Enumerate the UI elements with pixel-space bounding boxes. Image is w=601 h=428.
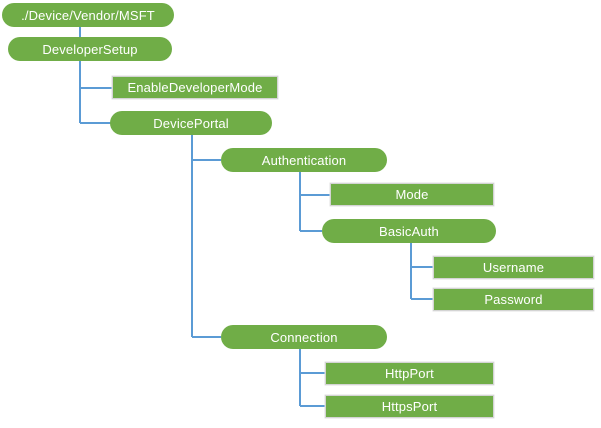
node-label-enabledevelopermode: EnableDeveloperMode <box>127 80 263 95</box>
node-label-connection: Connection <box>270 329 338 345</box>
node-httpport[interactable]: HttpPort <box>325 362 494 385</box>
node-authentication[interactable]: Authentication <box>221 148 387 172</box>
node-label-basicauth: BasicAuth <box>379 223 439 239</box>
connector-connection-httpsport <box>299 349 325 407</box>
connector-deviceportal-connection <box>191 135 221 338</box>
node-label-httpport: HttpPort <box>385 366 434 381</box>
node-label-authentication: Authentication <box>261 152 347 168</box>
connector-developersetup-deviceportal <box>79 61 112 124</box>
node-root[interactable]: ./Device/Vendor/MSFT <box>2 3 174 27</box>
node-label-developersetup: DeveloperSetup <box>42 41 138 57</box>
node-connection[interactable]: Connection <box>221 325 387 349</box>
connector-authentication-basicauth <box>299 172 322 232</box>
connector-connection-httpport <box>299 349 325 374</box>
node-label-httpsport: HttpsPort <box>381 399 438 414</box>
connector-basicauth-password <box>410 243 433 300</box>
node-basicauth[interactable]: BasicAuth <box>322 219 496 243</box>
node-httpsport[interactable]: HttpsPort <box>325 395 494 418</box>
node-username[interactable]: Username <box>433 256 594 279</box>
connector-deviceportal-authentication <box>191 135 221 161</box>
node-developersetup[interactable]: DeveloperSetup <box>8 37 172 61</box>
node-label-root: ./Device/Vendor/MSFT <box>21 7 155 23</box>
node-password[interactable]: Password <box>433 288 594 311</box>
connector-developersetup-enabledevmode <box>79 61 112 89</box>
node-label-mode: Mode <box>395 187 429 202</box>
connector-basicauth-username <box>410 243 433 268</box>
connector-authentication-mode <box>299 172 330 196</box>
node-deviceportal[interactable]: DevicePortal <box>110 111 272 135</box>
node-label-password: Password <box>484 292 543 307</box>
node-label-deviceportal: DevicePortal <box>153 115 229 131</box>
node-mode[interactable]: Mode <box>330 183 494 206</box>
node-label-username: Username <box>482 260 545 275</box>
node-enabledevelopermode[interactable]: EnableDeveloperMode <box>112 76 278 99</box>
